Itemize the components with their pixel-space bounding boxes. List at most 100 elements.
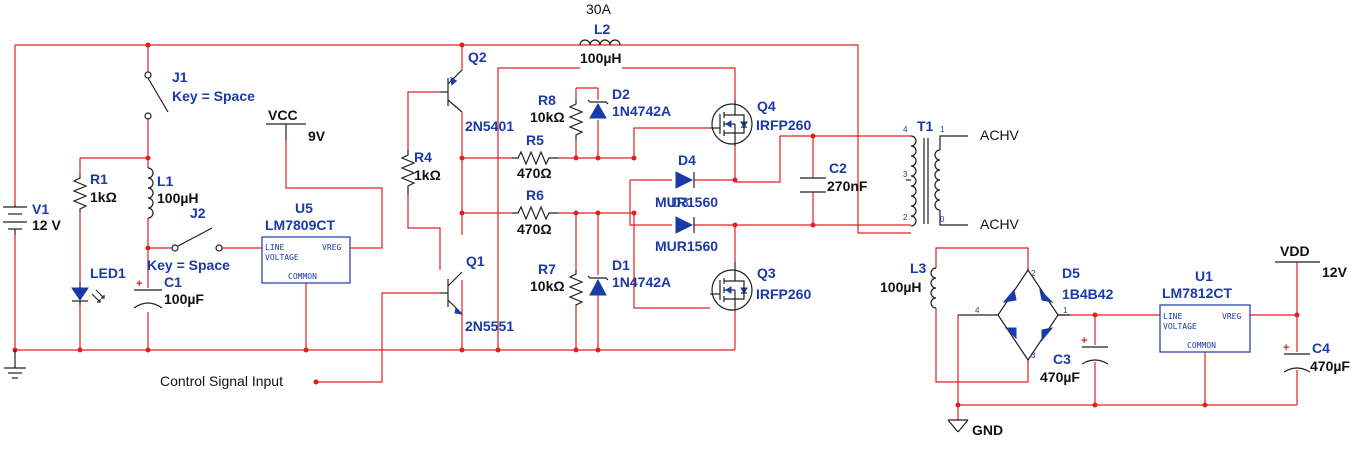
- gnd-label: GND: [972, 422, 1003, 438]
- t1-pin-2: 2: [903, 213, 908, 222]
- vdd-ref: VDD: [1280, 243, 1310, 259]
- c1-value: 100µF: [164, 291, 204, 307]
- d1-ref: D1: [612, 257, 630, 273]
- resistor-r4-symbol[interactable]: [400, 150, 416, 195]
- r5-value: 470Ω: [517, 165, 552, 181]
- zener-d1-symbol[interactable]: [587, 275, 609, 296]
- t1-pin-4: 4: [903, 125, 908, 134]
- mosfet-q4-symbol[interactable]: [710, 100, 753, 146]
- t1-pin-1: 1: [940, 125, 945, 134]
- r1-value: 1kΩ: [90, 189, 117, 205]
- q4-value: IRFP260: [756, 117, 811, 133]
- inductor-l2-symbol[interactable]: [579, 39, 621, 46]
- regulator-u1-symbol[interactable]: [1159, 304, 1251, 353]
- achv-bottom-label: ACHV: [980, 216, 1020, 232]
- u5-pin-line: LINE: [265, 243, 284, 252]
- vcc-rail-symbol: [266, 123, 306, 140]
- c1-ref: C1: [164, 274, 182, 290]
- d5-pin-3: 3: [1031, 351, 1036, 360]
- r7-ref: R7: [538, 261, 556, 277]
- u5-pin-vreg: VREG: [322, 243, 341, 252]
- inductor-l1-symbol[interactable]: [147, 167, 154, 219]
- r6-value: 470Ω: [517, 221, 552, 237]
- t1-pin-0: 0: [940, 215, 945, 224]
- l3-ref: L3: [910, 260, 927, 276]
- t1-ref: T1: [917, 118, 934, 134]
- control-signal-label: Control Signal Input: [160, 373, 283, 389]
- c1-plus: +: [136, 278, 142, 290]
- v1-ref: V1: [32, 201, 49, 217]
- switch-j1-symbol[interactable]: [144, 71, 169, 120]
- u1-pin-common: COMMON: [1187, 341, 1216, 350]
- r6-ref: R6: [526, 187, 544, 203]
- d3-value: MUR1560: [655, 238, 718, 254]
- u1-value: LM7812CT: [1162, 285, 1232, 301]
- transistor-q2-symbol[interactable]: [440, 69, 463, 113]
- d4-value: MUR1560: [655, 194, 718, 210]
- d2-ref: D2: [612, 86, 630, 102]
- capacitor-c4-symbol[interactable]: [1283, 353, 1311, 373]
- l2-value: 100µH: [580, 50, 622, 66]
- vcc-value: 9V: [308, 128, 326, 144]
- achv-top-label: ACHV: [980, 127, 1020, 143]
- j1-value: Key = Space: [172, 88, 255, 104]
- d4-ref: D4: [678, 152, 696, 168]
- c3-ref: C3: [1053, 351, 1071, 367]
- junction-dots: [12, 42, 1300, 408]
- inductor-l3-symbol[interactable]: [930, 267, 937, 309]
- l2-ref: L2: [594, 21, 611, 37]
- mosfet-q3-symbol[interactable]: [710, 262, 753, 311]
- c4-plus: +: [1283, 342, 1289, 354]
- resistor-r7-symbol[interactable]: [568, 270, 584, 306]
- d2-value: 1N4742A: [612, 103, 671, 119]
- c2-ref: C2: [829, 160, 847, 176]
- wires: [14, 44, 1298, 420]
- d1-value: 1N4742A: [612, 274, 671, 290]
- l1-ref: L1: [157, 173, 174, 189]
- j2-ref: J2: [190, 205, 206, 221]
- diode-d3-symbol[interactable]: [675, 216, 695, 234]
- r1-ref: R1: [90, 171, 108, 187]
- d5-pin-1: 1: [1063, 306, 1068, 315]
- capacitor-c2-symbol[interactable]: [800, 177, 826, 193]
- c2-value: 270nF: [827, 178, 868, 194]
- capacitor-c1-symbol[interactable]: [133, 289, 163, 309]
- c4-ref: C4: [1312, 340, 1330, 356]
- diode-d4-symbol[interactable]: [675, 171, 695, 189]
- ground-gnd-icon: [947, 419, 969, 433]
- q2-value: 2N5401: [465, 118, 514, 134]
- r4-value: 1kΩ: [414, 167, 441, 183]
- transformer-t1-symbol[interactable]: [906, 135, 968, 227]
- resistor-r8-symbol[interactable]: [568, 100, 584, 140]
- resistor-r6-symbol[interactable]: [512, 205, 558, 221]
- zener-d2-symbol[interactable]: [587, 99, 609, 119]
- v1-value: 12 V: [32, 217, 61, 233]
- regulator-u5-symbol[interactable]: [261, 236, 351, 284]
- u1-pin-line: LINE: [1163, 312, 1182, 321]
- resistor-r1-symbol[interactable]: [72, 175, 88, 212]
- c3-plus: +: [1081, 335, 1087, 347]
- u5-pin-voltage: VOLTAGE: [265, 253, 299, 262]
- q3-ref: Q3: [757, 265, 776, 281]
- u1-pin-voltage: VOLTAGE: [1163, 322, 1197, 331]
- u5-value: LM7809CT: [265, 217, 335, 233]
- transistor-q1-symbol[interactable]: [440, 271, 464, 315]
- battery-v1-symbol[interactable]: [3, 205, 27, 235]
- capacitor-c3-symbol[interactable]: [1081, 346, 1109, 365]
- led1-symbol[interactable]: [71, 282, 105, 305]
- bridge-d5-symbol[interactable]: [958, 268, 1070, 362]
- resistor-r5-symbol[interactable]: [512, 150, 558, 166]
- led1-ref: LED1: [90, 265, 126, 281]
- d5-pin-4: 4: [975, 306, 980, 315]
- q1-ref: Q1: [466, 253, 485, 269]
- ground-left-icon: [4, 350, 26, 379]
- switch-j2-symbol[interactable]: [171, 227, 223, 252]
- u1-ref: U1: [1195, 268, 1213, 284]
- q3-value: IRFP260: [756, 286, 811, 302]
- r8-ref: R8: [538, 92, 556, 108]
- vcc-ref: VCC: [268, 107, 298, 123]
- j1-ref: J1: [172, 69, 188, 85]
- r5-ref: R5: [526, 132, 544, 148]
- l2-current: 30A: [586, 1, 612, 17]
- d5-pin-2: 2: [1031, 269, 1036, 278]
